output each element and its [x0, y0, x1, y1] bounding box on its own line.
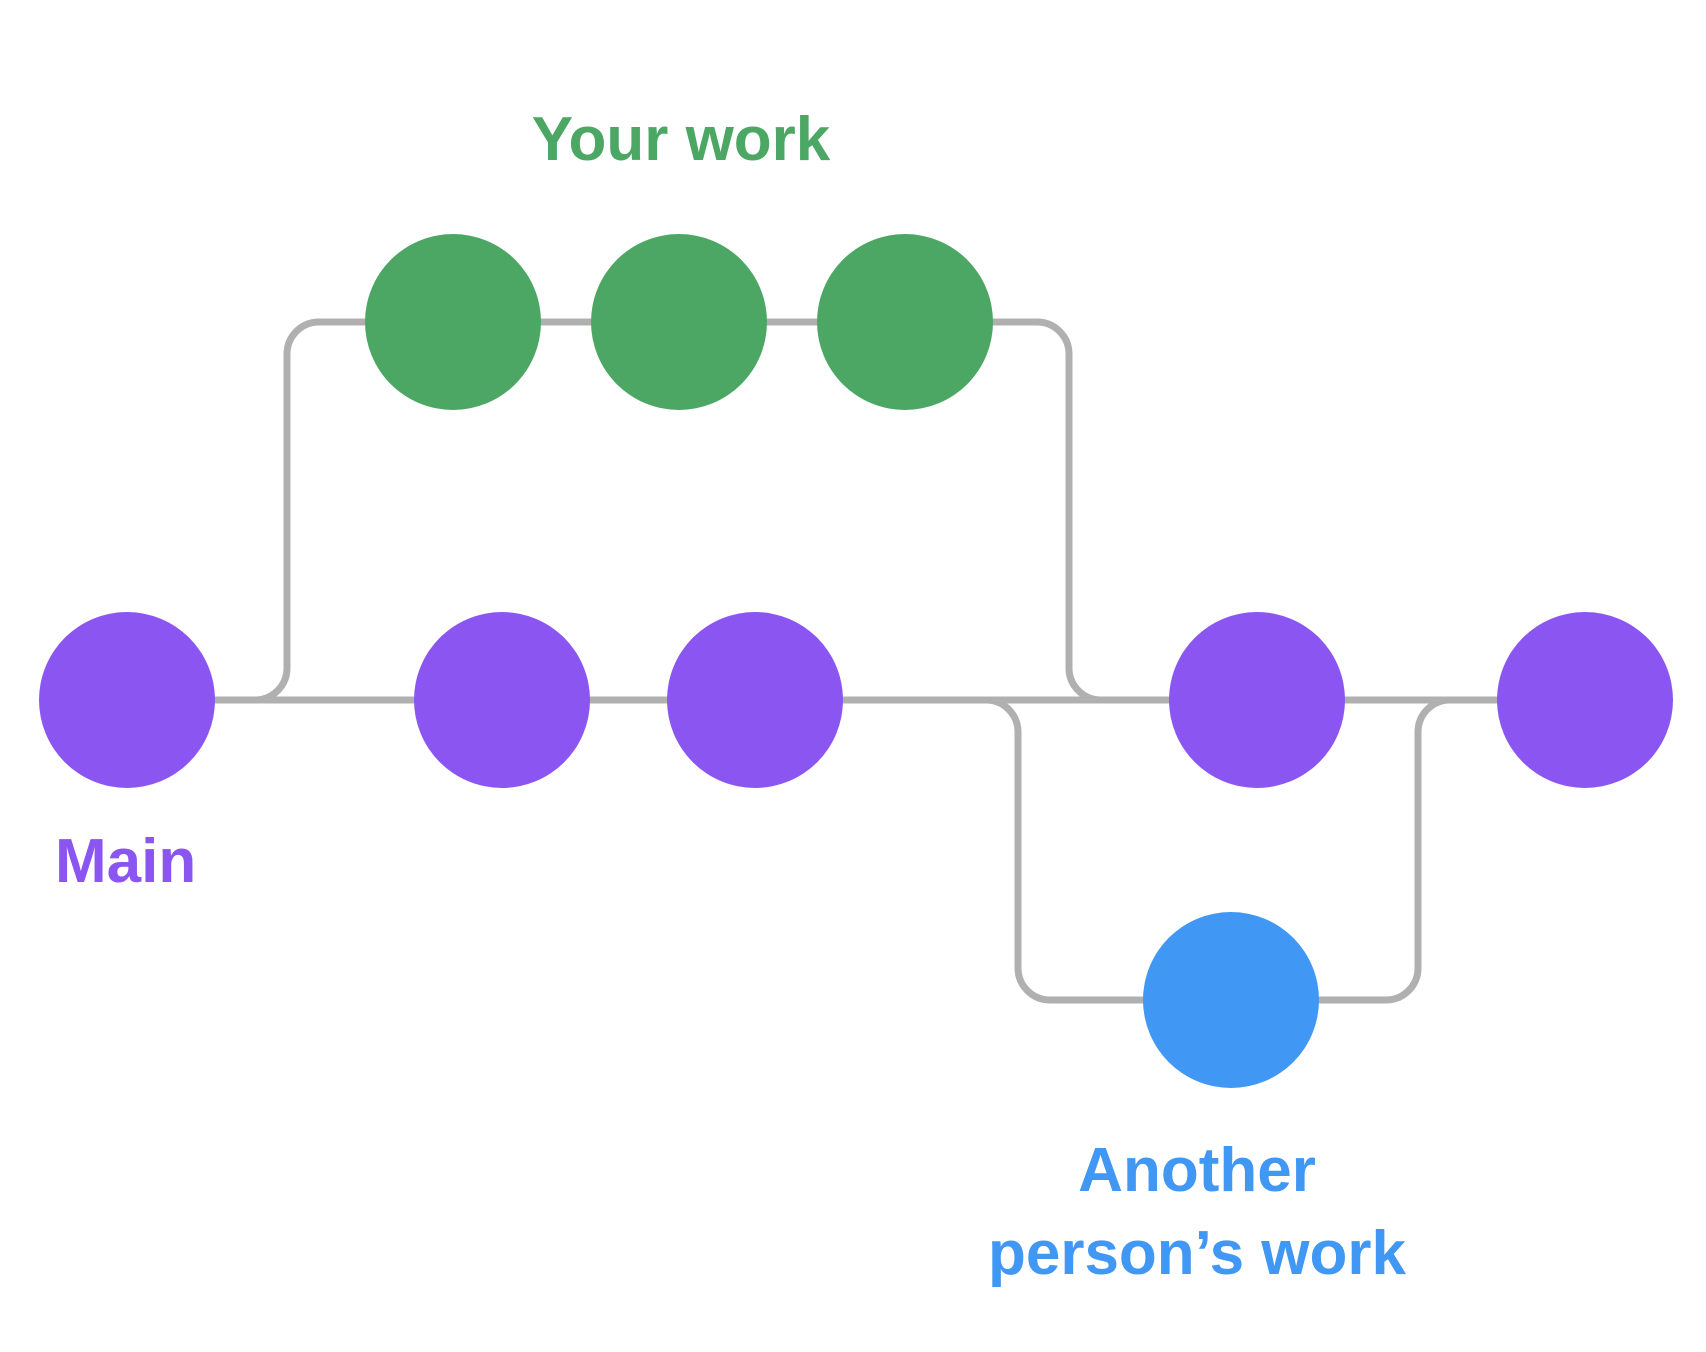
another-person-branch-label: Another person’s work — [987, 1136, 1407, 1289]
commit-node-your-work-2 — [591, 234, 767, 410]
commit-node-main-3 — [667, 612, 843, 788]
commit-node-main-5 — [1497, 612, 1673, 788]
your-work-branch-label: Your work — [531, 105, 831, 174]
main-branch-label: Main — [55, 827, 197, 896]
commit-node-another-person-1 — [1143, 912, 1319, 1088]
commit-node-your-work-3 — [817, 234, 993, 410]
commit-node-main-1 — [39, 612, 215, 788]
commit-node-main-4 — [1169, 612, 1345, 788]
commit-node-main-2 — [414, 612, 590, 788]
commit-node-your-work-1 — [365, 234, 541, 410]
